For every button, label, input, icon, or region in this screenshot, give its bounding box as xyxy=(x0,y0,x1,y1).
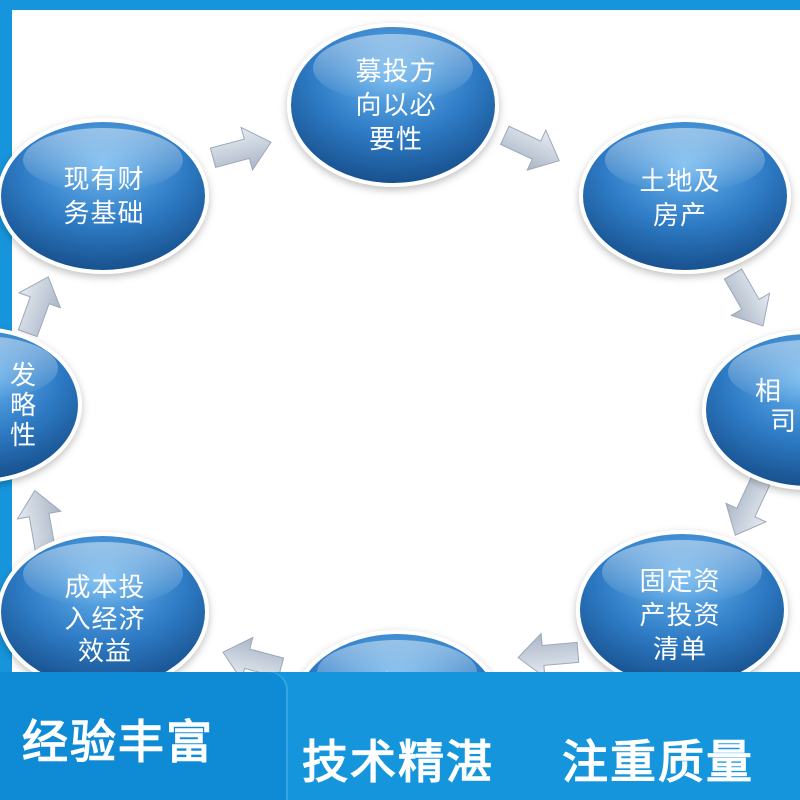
banner-text-quality: 注重质量 xyxy=(562,735,754,789)
node-upper-right-line-1: 土地及 xyxy=(639,167,720,197)
node-lower-right: 固定资 产投资 清单 xyxy=(576,530,788,690)
arrow-left-to-upper-left xyxy=(17,276,62,338)
node-left-line-1: 发 xyxy=(10,361,37,391)
node-right: 相 司 xyxy=(702,330,800,490)
banner-left-tab xyxy=(0,672,286,800)
node-left: 发 略 性 xyxy=(0,328,82,482)
banner-text-experience: 经验丰富 xyxy=(22,715,214,769)
node-lower-right-line-2: 产投资 xyxy=(639,601,720,631)
node-top: 募投方 向以必 要性 xyxy=(287,23,499,187)
node-top-line-1: 募投方 xyxy=(355,57,436,87)
node-upper-right-line-2: 房产 xyxy=(653,201,707,231)
arrow-lower-right-to-bottom xyxy=(517,632,580,679)
arrow-upper-left-to-top xyxy=(209,126,272,172)
arrow-right-to-lower-right xyxy=(725,475,771,536)
node-left-line-2: 略 xyxy=(10,391,37,421)
arrow-bottom-to-lower-left xyxy=(222,636,285,682)
node-lower-left: 成本投 入经济 效益 xyxy=(0,532,209,692)
node-upper-left-line-1: 现有财 xyxy=(63,165,144,195)
node-upper-right: 土地及 房产 xyxy=(579,118,791,274)
arrow-top-to-upper-right xyxy=(499,125,560,171)
node-lower-left-line-2: 入经济 xyxy=(64,605,145,635)
node-lower-left-line-1: 成本投 xyxy=(64,573,145,603)
frame-top-border xyxy=(0,0,800,10)
node-top-line-2: 向以必 xyxy=(355,91,436,121)
node-right-line-1: 相 xyxy=(755,377,782,407)
node-upper-left: 现有财 务基础 xyxy=(0,118,209,274)
node-left-line-3: 性 xyxy=(10,421,37,451)
node-top-line-3: 要性 xyxy=(369,125,423,155)
node-lower-left-line-3: 效益 xyxy=(78,637,132,667)
node-upper-left-line-2: 务基础 xyxy=(63,199,144,229)
node-right-line-2: 司 xyxy=(770,407,797,437)
banner-text-technique: 技术精湛 xyxy=(302,735,494,789)
node-lower-right-line-1: 固定资 xyxy=(639,567,720,597)
node-lower-right-line-3: 清单 xyxy=(653,635,707,665)
arrow-upper-right-to-right xyxy=(723,268,771,327)
